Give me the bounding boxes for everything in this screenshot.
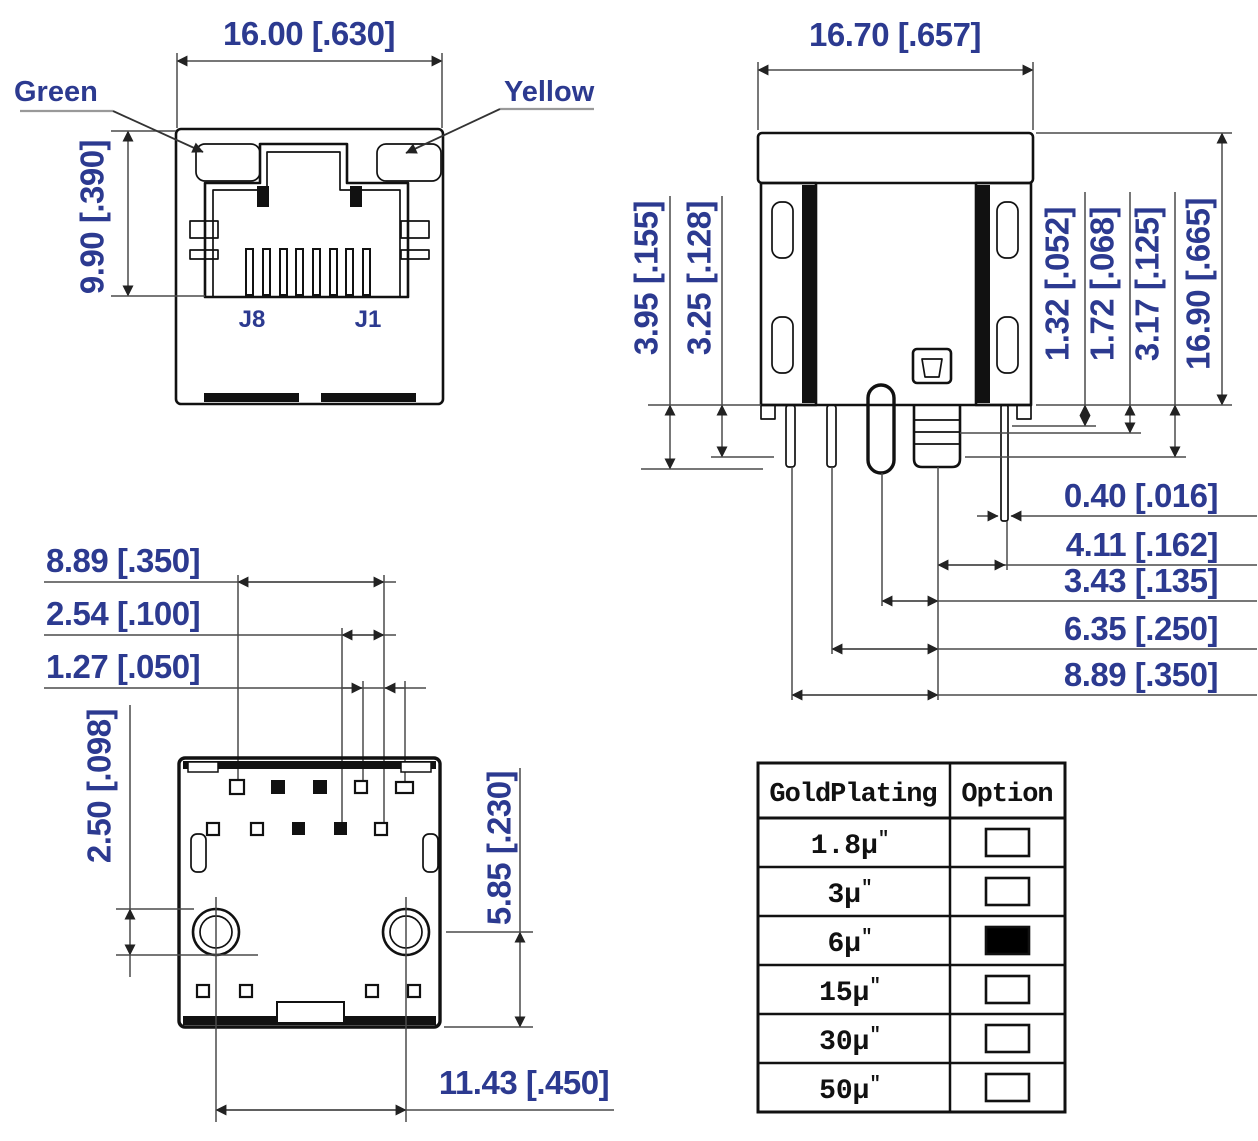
plating-row-label: 50µ": [819, 1073, 881, 1107]
dim-post-spacing: 11.43 [.450]: [439, 1064, 609, 1101]
plating-option-checkbox-selected: [984, 925, 1031, 956]
dim-pin-length-1: 3.95 [.155]: [628, 201, 665, 355]
dim-post-to-edge: 5.85 [.230]: [481, 771, 518, 925]
base-strip-right: [321, 393, 416, 402]
led-window-left: [195, 143, 261, 182]
led-window-right: [376, 143, 442, 182]
dim-post-diameter: 2.50 [.098]: [81, 709, 118, 863]
thin-lead-pin: [1000, 404, 1009, 522]
plating-option-checkbox: [984, 974, 1031, 1005]
pin-label-j1: J1: [355, 306, 382, 333]
dim-bottom-1: 8.89 [.350]: [46, 542, 200, 579]
front-body-outline: [174, 127, 445, 406]
table-header-option: Option: [961, 780, 1052, 810]
dim-bottom-3: 1.27 [.050]: [46, 648, 200, 685]
front-view-part: J8 J1: [174, 127, 445, 406]
front-view: J8 J1 16.00 [.630] 9.90 [.390] Green Yel…: [14, 15, 595, 406]
dim-right-3: 3.17 [.125]: [1129, 207, 1166, 361]
side-latch-right: [400, 220, 430, 260]
pin-label-j8: J8: [239, 306, 266, 333]
solder-pin-1: [785, 404, 796, 468]
plating-row-label: 6µ": [827, 926, 872, 960]
plating-option-checkbox: [984, 827, 1031, 858]
bottom-view-dimensions-top: 8.89 [.350] 2.54 [.100] 1.27 [.050]: [44, 542, 426, 824]
dim-stack-2: 4.11 [.162]: [1066, 526, 1218, 563]
side-latch-left: [189, 220, 219, 260]
rear-top-flange: [756, 131, 1035, 185]
side-slot-right: [422, 833, 439, 873]
plating-option-checkbox: [984, 1072, 1031, 1103]
bottom-view-part: [177, 756, 442, 1029]
dim-front-width: 16.00 [.630]: [223, 15, 395, 52]
stepped-block: [912, 405, 962, 469]
dim-stack-1: 0.40 [.016]: [1064, 477, 1218, 514]
dim-rear-height: 16.90 [.665]: [1180, 198, 1217, 370]
dim-pin-length-2: 3.25 [.128]: [681, 201, 718, 355]
dim-bottom-2: 2.54 [.100]: [46, 595, 200, 632]
plating-table: GoldPlating Option 1.8µ" 3µ" 6µ" 15µ" 30…: [756, 761, 1067, 1114]
led-label-yellow: Yellow: [504, 76, 595, 108]
contact-pins: [245, 248, 371, 296]
bottom-view-dimensions-sides: 2.50 [.098] 5.85 [.230] 11.43 [.450]: [81, 705, 614, 1122]
yellow-leader-arrow: [405, 108, 501, 154]
dim-stack-5: 8.89 [.350]: [1064, 656, 1218, 693]
solder-pin-2: [826, 404, 837, 468]
dim-front-height: 9.90 [.390]: [74, 140, 111, 294]
latch-hook-right: [350, 186, 362, 207]
dim-right-1: 1.32 [.052]: [1039, 207, 1076, 361]
led-label-green: Green: [14, 76, 98, 108]
table-header-goldplating: GoldPlating: [769, 780, 936, 810]
dim-right-2: 1.72 [.068]: [1084, 207, 1121, 361]
plating-row-label: 30µ": [819, 1024, 881, 1058]
rear-view-dimensions: 16.70 [.657] 3.95 [.155] 3.25 [.128] 1.3…: [628, 16, 1257, 701]
base-strip-left: [204, 393, 299, 402]
side-slot-left: [190, 833, 207, 873]
plating-option-checkbox: [984, 1023, 1031, 1054]
dim-stack-4: 6.35 [.250]: [1064, 610, 1218, 647]
plating-row-label: 3µ": [827, 877, 872, 911]
bottom-view: 8.89 [.350] 2.54 [.100] 1.27 [.050]: [44, 542, 614, 1122]
pin-holes-row-3: [195, 983, 422, 999]
table-border: [756, 761, 1067, 1114]
rear-view: 16.70 [.657] 3.95 [.155] 3.25 [.128] 1.3…: [628, 16, 1257, 701]
pin-holes-row-2: [205, 821, 389, 837]
jack-opening-inner: [212, 151, 401, 297]
dim-stack-3: 3.43 [.135]: [1064, 562, 1218, 599]
round-post: [866, 383, 896, 475]
bottom-body-outline: [177, 756, 442, 1029]
plating-row-label: 15µ": [819, 975, 881, 1009]
plating-option-checkbox: [984, 876, 1031, 907]
latch-peg: [911, 347, 953, 385]
rear-view-part: [756, 131, 1035, 522]
pin-holes-row-1: [228, 778, 415, 796]
latch-hook-left: [257, 186, 269, 207]
green-leader-arrow: [112, 110, 204, 153]
plating-row-label: 1.8µ": [811, 828, 890, 862]
dim-rear-width: 16.70 [.657]: [809, 16, 981, 53]
bottom-center-notch: [276, 1001, 345, 1024]
front-view-dimensions: 16.00 [.630] 9.90 [.390] Green Yellow: [14, 15, 595, 297]
